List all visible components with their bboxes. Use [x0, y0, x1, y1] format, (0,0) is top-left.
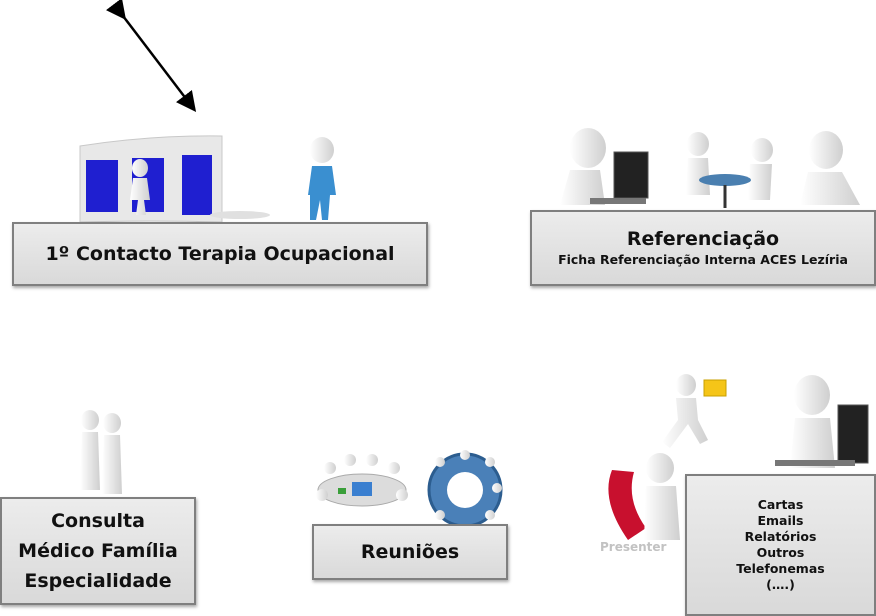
double-arrow-icon [105, 0, 197, 112]
meeting-table-figure-icon [686, 132, 773, 208]
other-line: Cartas [757, 497, 804, 512]
other-line: Outros [756, 545, 805, 560]
meetings-label: Reuniões [360, 541, 460, 563]
nurse-figure-icon [308, 137, 336, 220]
thinking-figure-icon [800, 131, 860, 205]
consult-line: Médico Família [18, 540, 178, 562]
consult-line: Especialidade [24, 570, 172, 592]
meetings-box: Reuniões [312, 524, 508, 580]
first-contact-box: 1º Contacto Terapia Ocupacional [12, 222, 428, 286]
laptop-figure-icon [775, 375, 869, 468]
doors-figure-icon [79, 135, 270, 223]
referral-title: Referenciação [626, 228, 780, 250]
other-line: Telefonemas [736, 561, 825, 576]
phone-figure-icon [608, 453, 680, 540]
couple-figures-icon [80, 410, 122, 494]
first-contact-label: 1º Contacto Terapia Ocupacional [45, 243, 395, 265]
other-line: Relatórios [744, 529, 817, 544]
presenter-watermark: Presenter [600, 540, 667, 554]
consult-line: Consulta [51, 510, 145, 532]
other-line: Emails [757, 513, 804, 528]
referral-subtitle: Ficha Referenciação Interna ACES Lezíria [558, 252, 848, 267]
consult-box: Consulta Médico Família Especialidade [0, 497, 196, 605]
gear-team-icon [427, 450, 503, 528]
referral-box: Referenciação Ficha Referenciação Intern… [530, 210, 876, 286]
running-mail-figure-icon [662, 374, 727, 448]
other-line: (….) [766, 577, 795, 592]
computer-figure-icon [560, 128, 649, 205]
round-table-meeting-icon [316, 454, 408, 507]
other-communications-box: Cartas Emails Relatórios Outros Telefone… [685, 474, 876, 616]
